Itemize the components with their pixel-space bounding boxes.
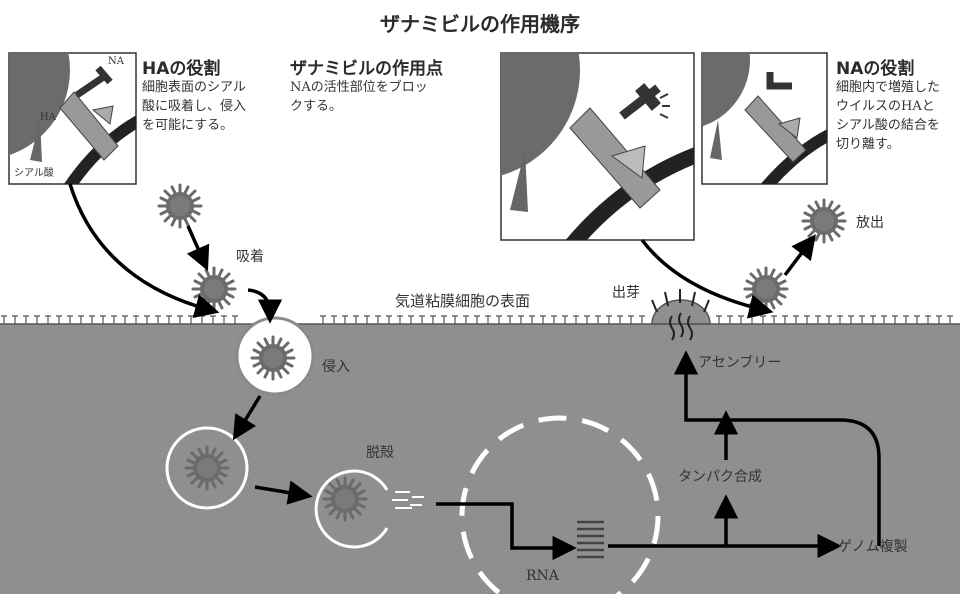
inset-ha-label: HA <box>40 112 56 123</box>
assembly-label: アセンブリー <box>698 355 782 371</box>
ha-role-text: 細胞表面のシアル 酸に吸着し、侵入 を可能にする。 <box>142 80 247 133</box>
adsorption-label: 吸着 <box>236 249 264 265</box>
virus-adsorbing <box>191 266 237 312</box>
rna-fragments <box>392 491 424 509</box>
zanamivir-heading: ザナミビルの作用点 <box>290 59 443 79</box>
na-inset-box <box>701 52 828 185</box>
virus-endosome <box>184 445 230 491</box>
rna-strands <box>577 520 604 559</box>
budding-label: 出芽 <box>612 285 640 301</box>
virus-free <box>157 183 203 229</box>
genome-replication-label: ゲノム複製 <box>838 539 908 555</box>
virus-released <box>801 198 847 244</box>
virus-entering <box>250 335 296 381</box>
ha-inset-box <box>8 52 137 185</box>
virus-progeny <box>743 266 789 312</box>
protein-synthesis-label: タンパク合成 <box>678 469 762 485</box>
inset-sialic-label: シアル酸 <box>14 164 54 179</box>
na-role-heading: NAの役割 <box>836 59 915 79</box>
virus-uncoating <box>322 476 368 522</box>
sialic-acid-receptors <box>1 315 953 324</box>
entry-label: 侵入 <box>322 359 350 375</box>
rna-label: RNA <box>526 568 559 584</box>
uncoating-label: 脱殻 <box>366 445 394 461</box>
surface-label: 気道粘膜細胞の表面 <box>395 292 531 310</box>
inset-na-label: NA <box>108 56 124 67</box>
diagram-title: ザナミビルの作用機序 <box>380 12 580 36</box>
budding-bulge <box>651 299 711 325</box>
nucleus <box>459 415 661 594</box>
release-label: 放出 <box>856 215 884 231</box>
zanamivir-inset-box <box>500 52 695 241</box>
na-role-text: 細胞内で増殖した ウイルスのHAと シアル酸の結合を 切り離す。 <box>836 80 941 152</box>
ha-role-heading: HAの役割 <box>142 59 221 79</box>
zanamivir-text: NAの活性部位をブロッ クする。 <box>290 80 428 114</box>
